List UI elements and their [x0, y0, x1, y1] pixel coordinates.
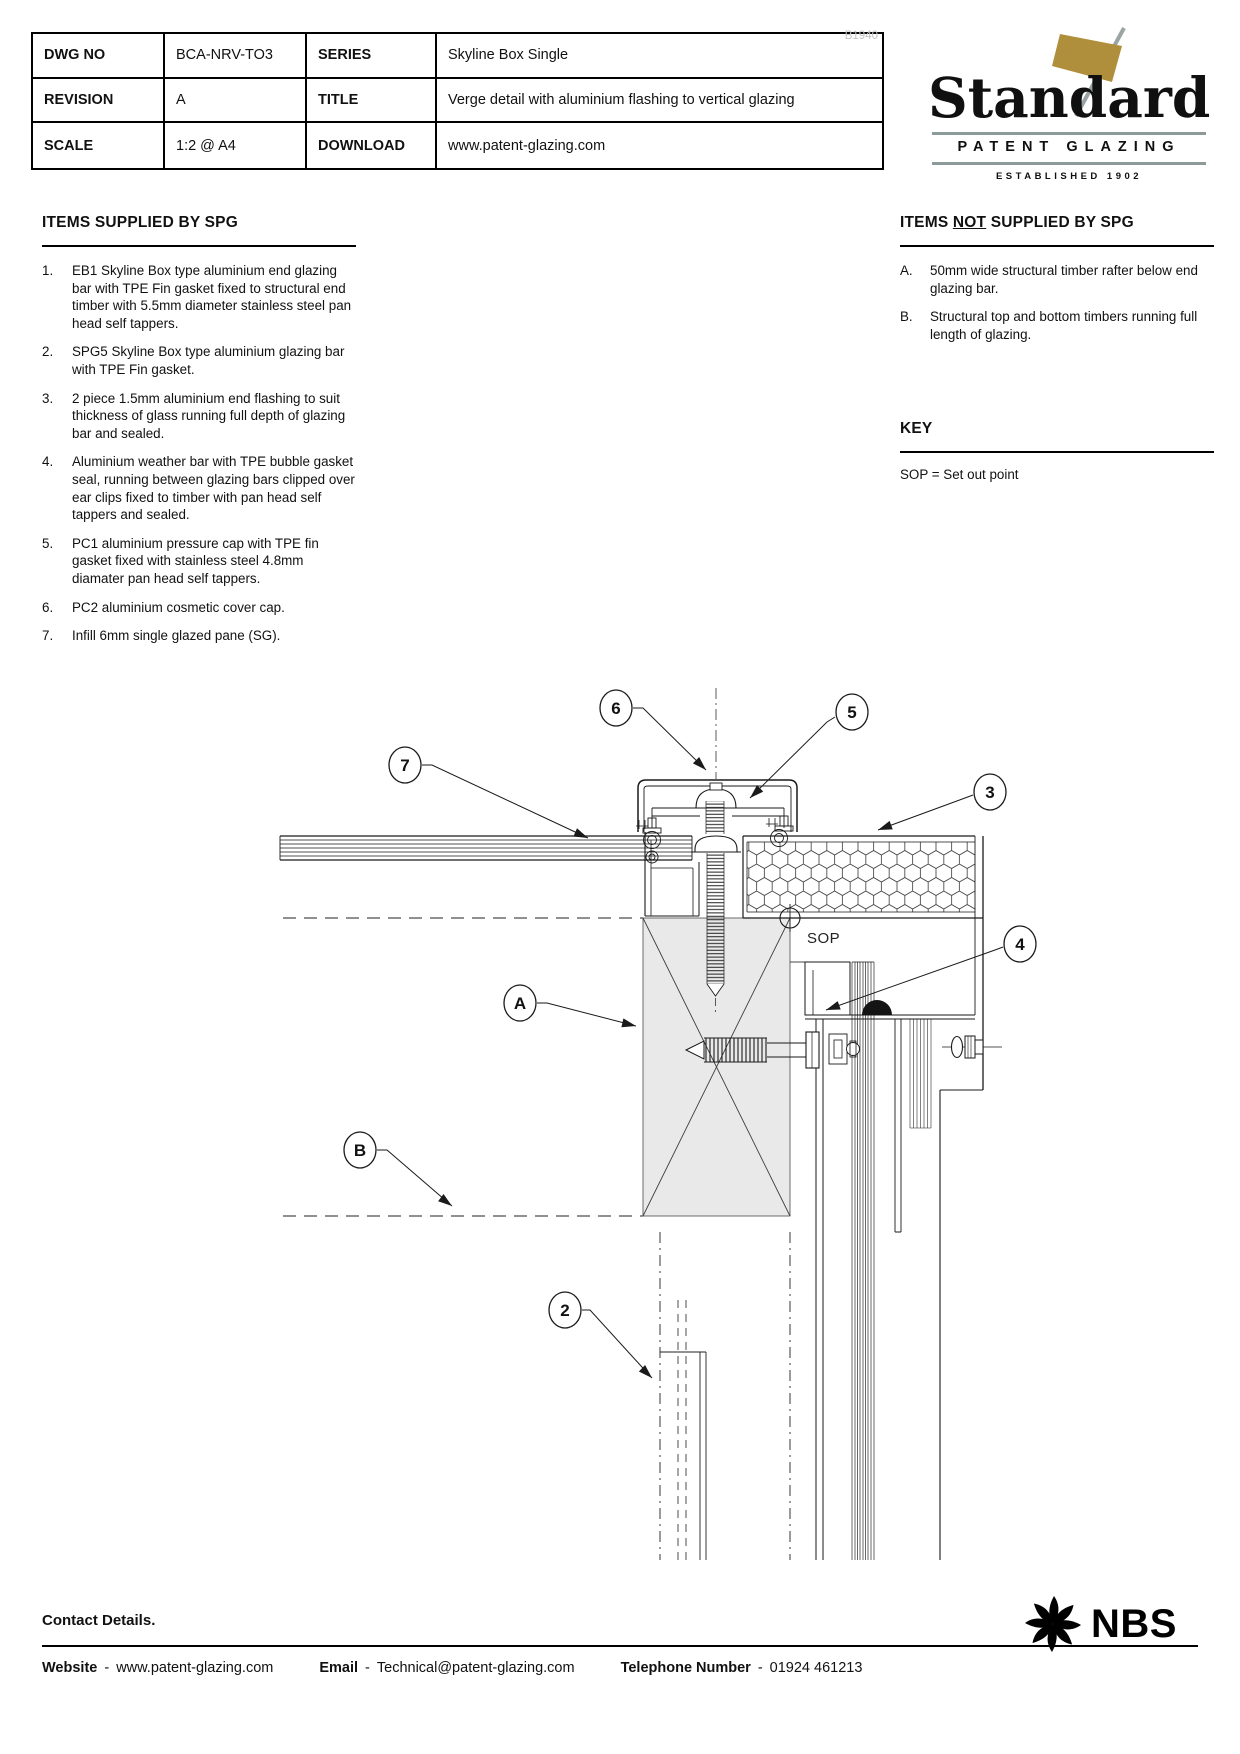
- callout-a: A: [503, 984, 537, 1022]
- supplied-item-4: 4.Aluminium weather bar with TPE bubble …: [42, 454, 355, 523]
- end-glazing-bar: [644, 832, 700, 917]
- phone-label: Telephone Number: [620, 1660, 751, 1676]
- sop-marker: [776, 904, 804, 932]
- items-not-supplied-section: ITEMS NOT SUPPLIED BY SPG A.50mm wide st…: [900, 212, 1214, 343]
- svg-text:A: A: [514, 994, 526, 1013]
- title-value: Verge detail with aluminium flashing to …: [437, 79, 882, 124]
- supplied-item-5: 5.PC1 aluminium pressure cap with TPE fi…: [42, 535, 319, 586]
- revision-value: A: [165, 78, 307, 124]
- svg-text:6: 6: [611, 699, 620, 718]
- ear-clip: [828, 1033, 860, 1065]
- svg-text:4: 4: [1015, 935, 1025, 954]
- revision-label: REVISION: [33, 78, 165, 124]
- series-value: Skyline Box Single: [437, 34, 882, 79]
- svg-text:B: B: [354, 1141, 366, 1160]
- gasket-blob: [862, 1000, 892, 1015]
- items-not-supplied-heading: ITEMS NOT SUPPLIED BY SPG: [900, 212, 1214, 247]
- website-group: Website-www.patent-glazing.com: [42, 1660, 274, 1676]
- logo-subtitle: PATENT GLAZING: [957, 139, 1181, 155]
- phone-value: 01924 461213: [769, 1660, 863, 1676]
- company-logo: Standard PATENT GLAZING ESTABLISHED 1902: [928, 24, 1211, 182]
- website-label: Website: [42, 1660, 98, 1676]
- scale-value: 1:2 @ A4: [165, 123, 307, 168]
- logo-rule-bottom: [932, 162, 1206, 165]
- items-supplied-heading: ITEMS SUPPLIED BY SPG: [42, 212, 356, 247]
- supplied-item-2: 2.SPG5 Skyline Box type aluminium glazin…: [42, 344, 345, 377]
- leader-lines: [377, 707, 1004, 1379]
- contact-details-heading: Contact Details.: [42, 1612, 156, 1629]
- footer-rule: [42, 1645, 1198, 1647]
- dwg-no-value: BCA-NRV-TO3: [165, 34, 307, 79]
- email-label: Email: [319, 1660, 359, 1676]
- email-value: Technical@patent-glazing.com: [376, 1660, 575, 1676]
- title-block-table: DWG NO BCA-NRV-TO3 SERIES Skyline Box Si…: [31, 32, 884, 170]
- nbs-logo: NBS: [1024, 1592, 1177, 1656]
- contact-details-line: Website-www.patent-glazing.com Email-Tec…: [42, 1660, 862, 1676]
- vertical-screw: [691, 801, 741, 1014]
- supplied-item-3: 3.2 piece 1.5mm aluminium end flashing t…: [42, 390, 346, 441]
- sop-label: SOP: [807, 930, 840, 947]
- callout-balloons: 6 5 7 3 4 A B 2: [343, 689, 1037, 1329]
- logo-flag-icon: [1052, 27, 1126, 117]
- logo-wordmark: Standard: [928, 65, 1211, 130]
- nbs-label: NBS: [1091, 1601, 1177, 1646]
- phone-group: Telephone Number-01924 461213: [620, 1660, 863, 1676]
- honeycomb-panel: [742, 835, 983, 919]
- download-label: DOWNLOAD: [307, 123, 437, 168]
- supplied-item-7: 7.Infill 6mm single glazed pane (SG).: [42, 628, 281, 644]
- callout-3: 3: [973, 773, 1007, 811]
- leader-arrowheads: [438, 757, 893, 1378]
- logo-rule-top: [932, 132, 1206, 135]
- key-section: KEY SOP = Set out point: [900, 418, 1214, 482]
- scale-label: SCALE: [33, 123, 165, 168]
- not-supplied-item-b: B.Structural top and bottom timbers runn…: [900, 309, 1198, 342]
- callout-6: 6: [599, 689, 633, 727]
- email-group: Email-Technical@patent-glazing.com: [319, 1660, 575, 1676]
- download-value: www.patent-glazing.com: [448, 137, 606, 154]
- not-supplied-item-a: A.50mm wide structural timber rafter bel…: [900, 263, 1198, 296]
- sheet-ref-watermark: B1940: [844, 30, 878, 42]
- callout-4: 4: [1003, 925, 1037, 963]
- items-supplied-section: ITEMS SUPPLIED BY SPG 1.EB1 Skyline Box …: [42, 212, 356, 645]
- title-label: TITLE: [307, 78, 437, 124]
- svg-text:2: 2: [560, 1301, 569, 1320]
- series-label: SERIES: [307, 34, 437, 79]
- glass-pane: [279, 835, 693, 861]
- svg-text:3: 3: [985, 783, 994, 802]
- callout-b: B: [343, 1131, 377, 1169]
- key-heading: KEY: [900, 418, 1214, 453]
- construction-dashed-lines: [283, 917, 643, 1217]
- dwg-no-label: DWG NO: [33, 34, 165, 79]
- logo-established: ESTABLISHED 1902: [995, 171, 1143, 182]
- nbs-pinwheel-icon: [1025, 1596, 1081, 1652]
- lower-projection-lines: [659, 1232, 791, 1560]
- supplied-item-1: 1.EB1 Skyline Box type aluminium end gla…: [42, 263, 352, 331]
- svg-text:5: 5: [847, 703, 856, 722]
- callout-5: 5: [835, 693, 869, 731]
- website-value: www.patent-glazing.com: [116, 1660, 274, 1676]
- vertical-glazing-assembly: [790, 836, 984, 1560]
- callout-2: 2: [548, 1291, 582, 1329]
- flashing-bolt: [942, 1035, 1002, 1059]
- svg-text:7: 7: [400, 756, 409, 775]
- callout-7: 7: [388, 746, 422, 784]
- horizontal-screw: [684, 1031, 820, 1069]
- key-text: SOP = Set out point: [900, 467, 1019, 482]
- supplied-item-6: 6.PC2 aluminium cosmetic cover cap.: [42, 599, 285, 615]
